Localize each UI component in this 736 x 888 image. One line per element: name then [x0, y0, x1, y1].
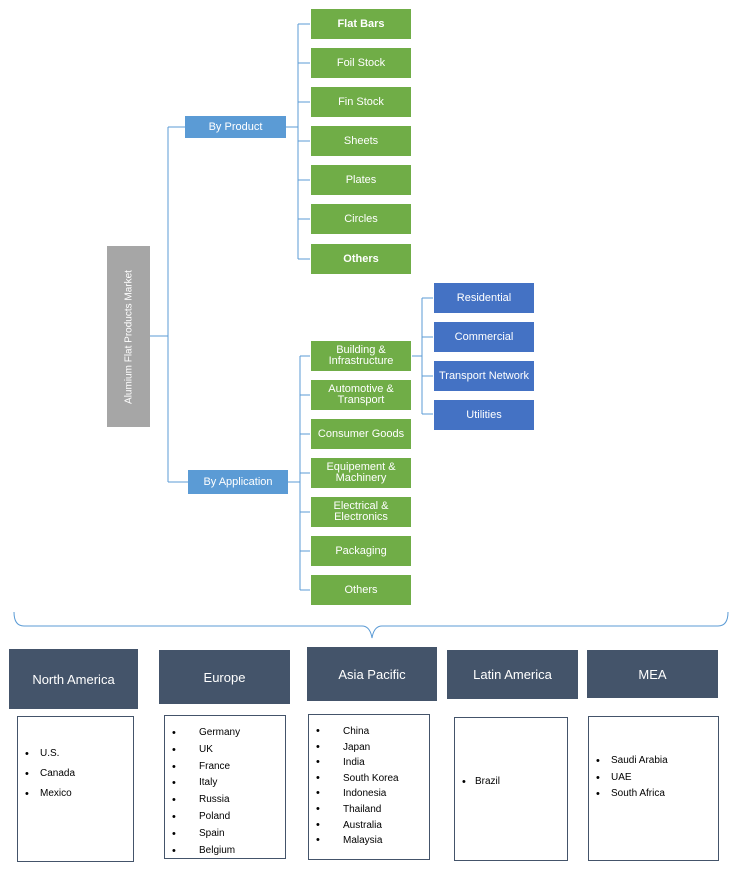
application-leaf-label: Equipement & Machinery	[326, 461, 396, 484]
application-leaf: Others	[310, 574, 412, 606]
country-item: Australia	[309, 818, 429, 834]
product-leaf: Flat Bars	[310, 8, 412, 40]
by-product-label: By Product	[208, 121, 263, 133]
country-item: Mexico	[18, 784, 133, 804]
region-header-north-america: North America	[9, 649, 138, 709]
country-item: Italy	[165, 775, 285, 792]
product-leaf-label: Fin Stock	[338, 95, 384, 108]
region-name: MEA	[638, 666, 667, 682]
country-item: Indonesia	[309, 786, 429, 802]
root-node: Alumium Flat Products Market	[107, 246, 150, 427]
by-application-label: By Application	[203, 476, 273, 488]
product-leaf: Foil Stock	[310, 47, 412, 79]
building-sub-label: Residential	[456, 292, 512, 304]
by-application-node: By Application	[188, 470, 288, 494]
application-leaf-label: Packaging	[335, 544, 387, 557]
region-countries-mea: Saudi Arabia UAE South Africa	[588, 716, 719, 861]
product-leaf: Circles	[310, 203, 412, 235]
country-item: UK	[165, 742, 285, 759]
country-item: Malaysia	[309, 833, 429, 849]
country-item: Spain	[165, 826, 285, 843]
root-label: Alumium Flat Products Market	[123, 269, 134, 404]
country-item: China	[309, 724, 429, 740]
product-leaf-label: Others	[343, 252, 379, 265]
country-item: Germany	[165, 725, 285, 742]
building-sub-node: Residential	[433, 282, 535, 314]
country-item: Canada	[18, 764, 133, 784]
region-name: Europe	[203, 669, 246, 685]
region-name: Latin America	[473, 667, 552, 682]
region-countries-europe: Germany UK France Italy Russia Poland Sp…	[164, 715, 286, 859]
application-leaf-label: Automotive & Transport	[328, 383, 394, 406]
region-header-asia-pacific: Asia Pacific	[307, 647, 437, 701]
application-leaf: Equipement & Machinery	[310, 457, 412, 489]
product-leaf-label: Plates	[345, 173, 377, 186]
country-item: UAE	[589, 770, 718, 787]
country-item: France	[165, 759, 285, 776]
country-item: South Africa	[589, 786, 718, 803]
country-item: Belgium	[165, 843, 285, 860]
country-item: Russia	[165, 792, 285, 809]
region-countries-north-america: U.S. Canada Mexico	[17, 716, 134, 862]
country-item: South Korea	[309, 771, 429, 787]
country-item: Brazil	[455, 773, 567, 791]
region-header-europe: Europe	[159, 650, 290, 704]
product-leaf-label: Foil Stock	[336, 56, 386, 69]
by-product-node: By Product	[185, 116, 286, 138]
region-header-mea: MEA	[587, 650, 718, 698]
region-name: North America	[32, 671, 115, 687]
application-leaf: Electrical & Electronics	[310, 496, 412, 528]
product-leaf: Fin Stock	[310, 86, 412, 118]
product-leaf: Plates	[310, 164, 412, 196]
application-leaf: Building & Infrastructure	[310, 340, 412, 372]
application-leaf-label: Electrical & Electronics	[333, 500, 389, 523]
building-sub-label: Utilities	[466, 409, 502, 421]
building-sub-node: Utilities	[433, 399, 535, 431]
application-leaf: Packaging	[310, 535, 412, 567]
region-header-latin-america: Latin America	[447, 650, 578, 699]
product-leaf-label: Sheets	[343, 134, 379, 147]
country-item: U.S.	[18, 744, 133, 764]
building-sub-label: Transport Network	[438, 370, 530, 382]
application-leaf: Automotive & Transport	[310, 379, 412, 411]
application-leaf-label: Consumer Goods	[317, 427, 405, 440]
building-sub-node: Commercial	[433, 321, 535, 353]
building-sub-label: Commercial	[454, 331, 514, 343]
product-leaf: Sheets	[310, 125, 412, 157]
product-leaf-label: Circles	[344, 212, 378, 225]
country-item: Poland	[165, 809, 285, 826]
country-item: India	[309, 755, 429, 771]
region-countries-latin-america: Brazil	[454, 717, 568, 861]
region-countries-asia-pacific: China Japan India South Korea Indonesia …	[308, 714, 430, 860]
building-sub-node: Transport Network	[433, 360, 535, 392]
application-leaf: Consumer Goods	[310, 418, 412, 450]
application-leaf-label: Others	[344, 583, 378, 596]
country-item: Saudi Arabia	[589, 753, 718, 770]
country-item: Thailand	[309, 802, 429, 818]
application-leaf-label: Building & Infrastructure	[328, 344, 394, 367]
region-name: Asia Pacific	[338, 666, 406, 682]
country-item: Japan	[309, 740, 429, 756]
product-leaf-label: Flat Bars	[337, 17, 385, 30]
product-leaf: Others	[310, 243, 412, 275]
